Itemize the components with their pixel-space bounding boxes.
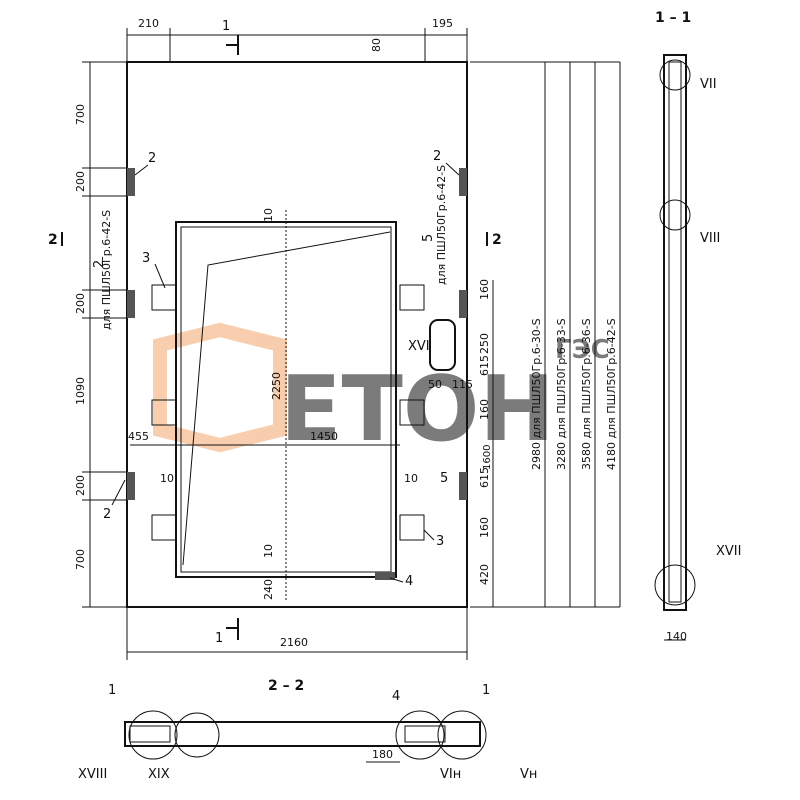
section-mark-right: 2 (486, 232, 502, 248)
label-vi: VIн (440, 767, 461, 782)
label-viii: VIII (700, 231, 720, 246)
svg-text:3: 3 (142, 251, 150, 266)
dim-top-left: 210 (138, 17, 159, 30)
slot-xvi (429, 319, 456, 371)
dim-gap-right: 10 (404, 472, 418, 485)
watermark-sub: ГЭС (555, 335, 610, 365)
dim-r-115: 115 (452, 378, 473, 391)
svg-text:1: 1 (222, 19, 230, 34)
label-xix: XIX (148, 767, 170, 782)
variant-0: 2980 для ПШЛ50Гр.6-30-S (530, 318, 543, 470)
section22-dim: 180 (372, 748, 393, 761)
note-right-mark: 5 (421, 234, 436, 242)
svg-text:3: 3 (436, 534, 444, 549)
dim-2160: 2160 (280, 636, 308, 649)
section-mark-bottom: 1 (215, 618, 239, 646)
dim-top-small: 80 (370, 38, 383, 52)
section11-width: 140 (666, 630, 687, 643)
section-2-2: 2 – 2 1 1 4 180 (108, 678, 490, 763)
dim-r-160a: 160 (478, 279, 491, 300)
dim-left-0: 700 (74, 104, 87, 125)
dim-r-615a: 615 (478, 355, 491, 376)
section-mark-left: 2 (48, 232, 63, 248)
dim-r-420: 420 (478, 564, 491, 585)
section22-mark1b: 1 (482, 683, 490, 698)
dim-1450: 1450 (310, 430, 338, 443)
section-1-1: 1 – 1 140 (654, 10, 696, 643)
label-xvi: XVI (408, 339, 430, 354)
dim-opening-top: 10 (262, 208, 275, 222)
dim-left-4: 200 (74, 475, 87, 496)
dim-opening-bottom: 10 (262, 544, 275, 558)
note-left-mark: 2 (92, 260, 107, 268)
dim-left-5: 700 (74, 549, 87, 570)
label-vii: VII (700, 77, 717, 92)
watermark-text: ЕТОН (280, 357, 555, 462)
dim-gap-left: 10 (160, 472, 174, 485)
dim-240: 240 (262, 579, 275, 600)
svg-text:2: 2 (433, 149, 441, 164)
variant-1: 3280 для ПШЛ50Гр.6-33-S (555, 318, 568, 470)
dim-r-50: 50 (428, 378, 442, 391)
dim-r-1600: 1600 (482, 445, 493, 470)
dim-r-615b: 615 (478, 467, 491, 488)
label-xvii: XVII (716, 544, 741, 559)
section22-mark4: 4 (392, 689, 400, 704)
dim-r-160c: 160 (478, 517, 491, 538)
label-xviii: XVIII (78, 767, 107, 782)
dim-r-160b: 160 (478, 399, 491, 420)
opening-diagonal (182, 231, 391, 566)
svg-text:2: 2 (492, 232, 502, 248)
dim-r-250: 250 (478, 333, 491, 354)
svg-text:2: 2 (103, 507, 111, 522)
dim-2250: 2250 (270, 372, 283, 400)
callouts: 2 2 3 3 4 5 2 (103, 149, 460, 589)
left-ticks (82, 61, 127, 608)
note-left: для ПШЛ50Гр.6-42-S (100, 210, 113, 330)
dim-left-3: 1090 (74, 377, 87, 405)
svg-text:5: 5 (440, 471, 448, 486)
lugs (151, 284, 425, 541)
variant-3: 4180 для ПШЛ50Гр.6-42-S (605, 318, 618, 470)
svg-text:4: 4 (405, 574, 413, 589)
svg-text:2: 2 (148, 151, 156, 166)
dim-left-1: 200 (74, 171, 87, 192)
dim-top-right: 195 (432, 17, 453, 30)
label-v: Vн (520, 767, 537, 782)
note-right: для ПШЛ50Гр.6-42-S (435, 165, 448, 285)
dim-455: 455 (128, 430, 149, 443)
dim-left-2: 200 (74, 293, 87, 314)
svg-text:2 – 2: 2 – 2 (268, 678, 304, 694)
panel-outline (126, 61, 468, 608)
variant-2: 3580 для ПШЛ50Гр.6-36-S (580, 318, 593, 470)
section-mark-top: 1 (222, 19, 239, 55)
edge-embeds (127, 168, 467, 580)
variant-lines (470, 61, 621, 607)
svg-text:1 – 1: 1 – 1 (655, 10, 691, 26)
svg-text:2: 2 (48, 232, 58, 248)
svg-text:1: 1 (215, 631, 223, 646)
section22-mark1a: 1 (108, 683, 116, 698)
